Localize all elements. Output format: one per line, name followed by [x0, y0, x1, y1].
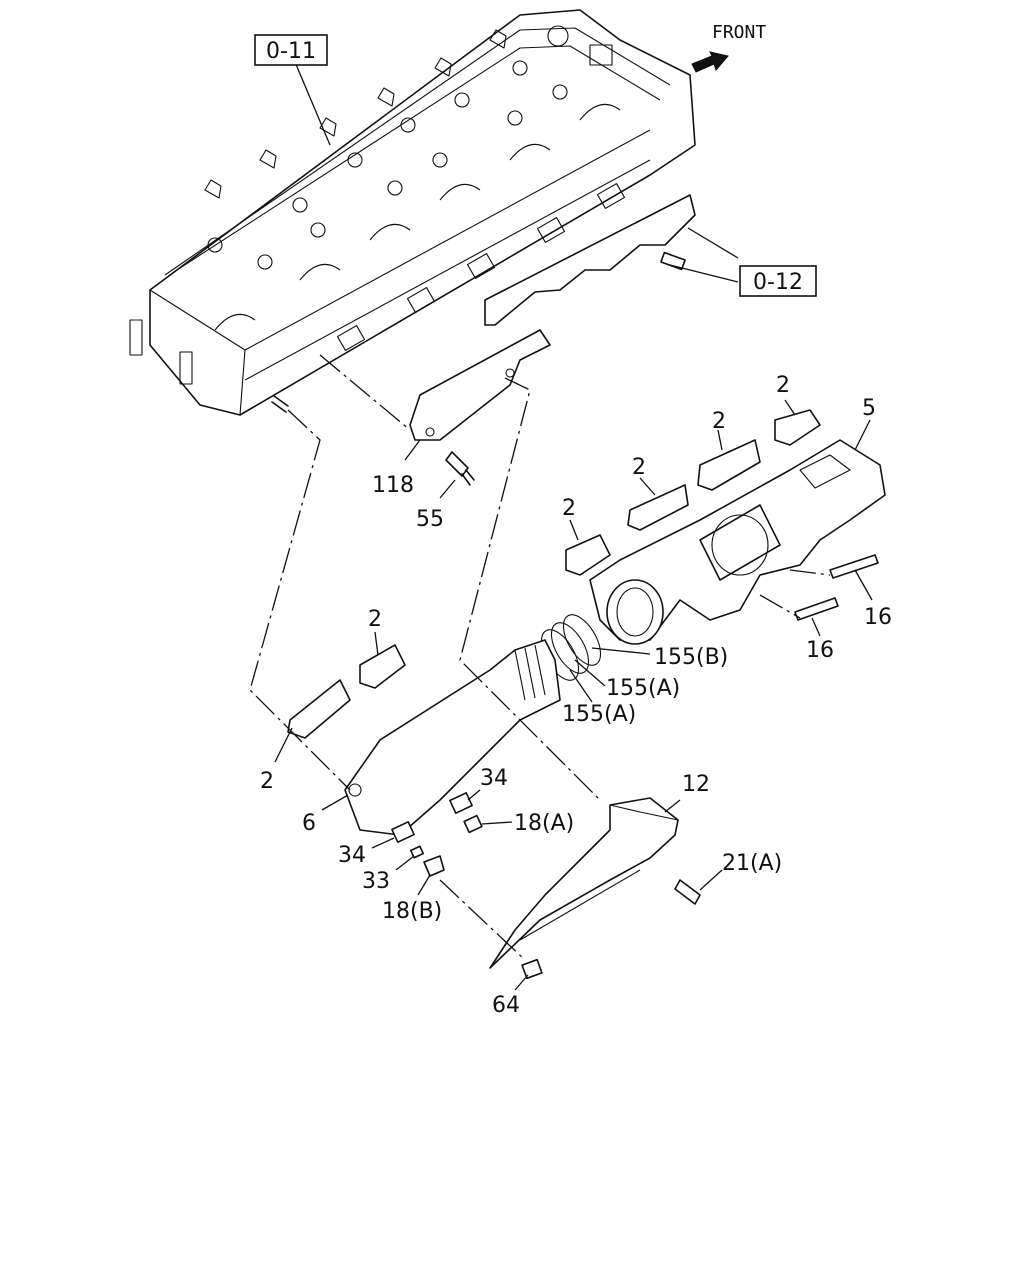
- ref-label-shield: 0-12: [753, 270, 803, 295]
- leader-lines: [274, 61, 873, 991]
- callout-5: 5: [862, 396, 876, 421]
- front-direction-indicator: FRONT: [691, 22, 766, 73]
- callout-64: 64: [492, 993, 520, 1018]
- bolt-18b: [423, 855, 445, 877]
- nut-34-upper: [449, 792, 473, 814]
- callout-2-f: 2: [260, 769, 274, 794]
- exhaust-manifold-front-5: [589, 439, 886, 645]
- callout-34-a: 34: [480, 766, 508, 791]
- callout-118: 118: [372, 473, 414, 498]
- callout-34-b: 34: [338, 843, 366, 868]
- ref-box-head[interactable]: 0-11: [254, 34, 328, 66]
- studs-16: [794, 554, 879, 621]
- callout-33: 33: [362, 869, 390, 894]
- callout-18a: 18(A): [514, 811, 574, 836]
- callout-labels: 118 55 5 2 2 2 2 2 2 16 16 155(B) 155(A)…: [260, 373, 892, 1018]
- callout-6: 6: [302, 811, 316, 836]
- callout-16-a: 16: [864, 605, 892, 630]
- nut-64: [521, 958, 543, 980]
- callout-18b: 18(B): [382, 899, 442, 924]
- front-arrow-icon: [691, 51, 729, 73]
- cylinder-head: [129, 9, 696, 416]
- ref-label-head: 0-11: [266, 39, 316, 64]
- callout-12: 12: [682, 772, 710, 797]
- callout-2-e: 2: [368, 607, 382, 632]
- nut-34-lower: [391, 821, 415, 843]
- bolt-55: [445, 451, 475, 486]
- callout-2-b: 2: [712, 409, 726, 434]
- callout-55: 55: [416, 507, 444, 532]
- front-label: FRONT: [712, 22, 766, 43]
- washer-33: [409, 845, 425, 859]
- bracket-118: [409, 329, 551, 441]
- heat-shield-lower-12: [489, 797, 679, 969]
- callout-2-a: 2: [776, 373, 790, 398]
- assembly-lines: [249, 354, 831, 961]
- gaskets-2: [287, 409, 821, 739]
- callout-2-d: 2: [562, 496, 576, 521]
- callout-16-b: 16: [806, 638, 834, 663]
- ref-box-shield[interactable]: 0-12: [739, 265, 817, 297]
- callout-155a-2: 155(A): [562, 702, 636, 727]
- bolt-21a: [674, 879, 701, 905]
- callout-155b: 155(B): [654, 645, 728, 670]
- nut-18a: [463, 814, 483, 834]
- heat-shield-upper: [484, 194, 696, 326]
- callout-2-c: 2: [632, 455, 646, 480]
- callout-21a: 21(A): [722, 851, 782, 876]
- callout-155a-1: 155(A): [606, 676, 680, 701]
